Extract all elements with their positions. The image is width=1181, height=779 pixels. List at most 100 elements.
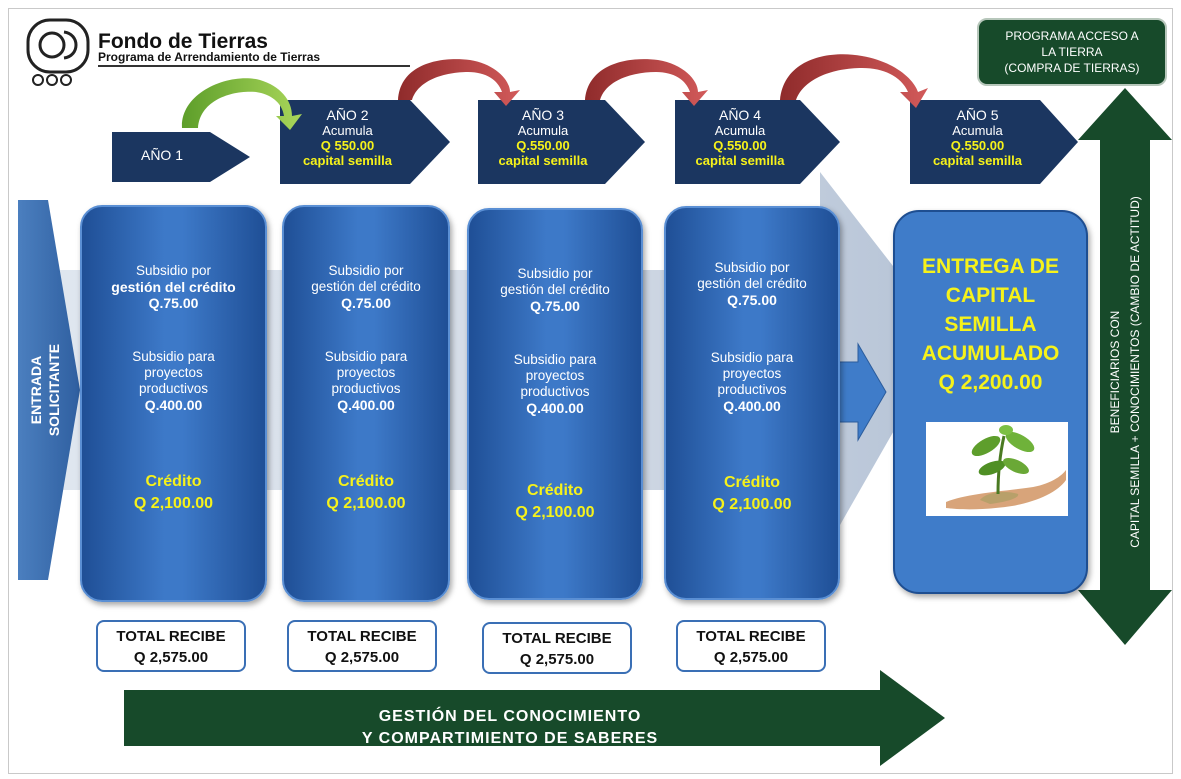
year-chevron-5 <box>910 100 1078 184</box>
year-chevron-4 <box>675 100 840 184</box>
subsidy-credit-label-b: gestión del crédito <box>697 276 807 291</box>
final-capital-title: ENTREGA DE CAPITAL SEMILLA ACUMULADO Q 2… <box>895 252 1086 397</box>
subsidy-projects-label-b: proyectos <box>525 368 585 383</box>
credit-2: Crédito Q 2,100.00 <box>284 471 448 515</box>
year-5-amount: Q.550.00 <box>950 138 1005 153</box>
subsidy-projects-1: Subsidio para proyectos productivos Q.40… <box>82 349 265 413</box>
subsidy-projects-label-c: productivos <box>331 381 401 396</box>
subsidy-projects-label-c: productivos <box>138 381 209 396</box>
subsidy-projects-value: Q.400.00 <box>526 400 584 416</box>
subsidy-projects-label-b: proyectos <box>722 366 782 381</box>
year-5-accum: Acumula <box>952 123 1003 138</box>
bottom-arrow-label: GESTIÓN DEL CONOCIMIENTO Y COMPARTIMIENT… <box>300 706 720 750</box>
year-label-1: AÑO 1 <box>112 148 212 163</box>
vertical-arrow-label: BENEFICIARIOS CON CAPITAL SEMILLA + CONO… <box>1105 196 1145 548</box>
credit-1: Crédito Q 2,100.00 <box>82 471 265 515</box>
final-amount: Q 2,200.00 <box>938 371 1043 394</box>
credit-3: Crédito Q 2,100.00 <box>469 480 641 524</box>
entry-line-2: SOLICITANTE <box>46 343 62 437</box>
connector-arrow <box>837 342 887 442</box>
entry-arrow-label: ENTRADA SOLICITANTE <box>27 335 63 445</box>
total-label: TOTAL RECIBE <box>116 628 226 645</box>
subsidy-credit-value: Q.75.00 <box>341 295 391 311</box>
final-line-1: ENTREGA DE <box>922 255 1059 278</box>
total-value: Q 2,575.00 <box>133 649 209 666</box>
logo-emblem <box>26 18 90 86</box>
year-3-amount: Q.550.00 <box>516 138 570 153</box>
credit-value: Q 2,100.00 <box>133 495 214 512</box>
subsidy-credit-value: Q.75.00 <box>148 295 199 311</box>
year-3-accum: Acumula <box>517 123 569 138</box>
subsidy-credit-label-b: gestión del crédito <box>311 279 421 294</box>
year-box-1: Subsidio por gestión del crédito Q.75.00… <box>80 205 267 602</box>
subsidy-projects-4: Subsidio para proyectos productivos Q.40… <box>666 350 838 414</box>
program-box: PROGRAMA ACCESO A LA TIERRA (COMPRA DE T… <box>977 18 1167 86</box>
subsidy-projects-label-a: Subsidio para <box>324 349 408 364</box>
vertical-line-2: CAPITAL SEMILLA + CONOCIMIENTOS (CAMBIO … <box>1128 196 1142 548</box>
year-2-amount: Q 550.00 <box>320 138 375 153</box>
year-label-2: AÑO 2 Acumula Q 550.00 capital semilla <box>280 108 415 169</box>
credit-label: Crédito <box>338 473 394 490</box>
subsidy-projects-label-a: Subsidio para <box>132 349 215 364</box>
year-label-4: AÑO 4 Acumula Q.550.00 capital semilla <box>675 108 805 169</box>
year-1-title: AÑO 1 <box>140 147 183 163</box>
bottom-line-2: Y COMPARTIMIENTO DE SABERES <box>361 730 659 747</box>
final-line-4: ACUMULADO <box>921 342 1060 365</box>
year-4-accum: Acumula <box>714 123 766 138</box>
header-underline <box>98 65 410 67</box>
year-5-seed: capital semilla <box>933 153 1022 168</box>
year-box-4: Subsidio por gestión del crédito Q.75.00… <box>664 206 840 600</box>
subsidy-credit-3: Subsidio por gestión del crédito Q.75.00 <box>469 266 641 314</box>
total-value: Q 2,575.00 <box>713 649 789 666</box>
year-2-accum: Acumula <box>322 123 373 138</box>
subsidy-projects-value: Q.400.00 <box>723 398 781 414</box>
total-box-2: TOTAL RECIBE Q 2,575.00 <box>287 620 437 672</box>
entry-line-1: ENTRADA <box>28 355 44 425</box>
total-label: TOTAL RECIBE <box>307 628 417 645</box>
year-label-5: AÑO 5 Acumula Q.550.00 capital semilla <box>910 108 1045 169</box>
subsidy-projects-label-a: Subsidio para <box>710 350 794 365</box>
subsidy-credit-value: Q.75.00 <box>530 298 580 314</box>
subsidy-projects-label-c: productivos <box>520 384 590 399</box>
subsidy-credit-4: Subsidio por gestión del crédito Q.75.00 <box>666 260 838 308</box>
org-subtitle: Programa de Arrendamiento de Tierras <box>98 50 321 64</box>
subsidy-projects-label-b: proyectos <box>144 365 203 380</box>
org-title: Fondo de Tierras <box>98 30 268 53</box>
year-chevron-2 <box>280 100 450 184</box>
subsidy-credit-label-a: Subsidio por <box>135 263 212 278</box>
subsidy-credit-1: Subsidio por gestión del crédito Q.75.00 <box>82 263 265 311</box>
subsidy-projects-label-c: productivos <box>717 382 787 397</box>
subsidy-credit-label-a: Subsidio por <box>517 266 593 281</box>
year-2-seed: capital semilla <box>303 153 392 168</box>
total-label: TOTAL RECIBE <box>502 630 612 647</box>
program-line-2: LA TIERRA <box>1041 45 1103 59</box>
subsidy-projects-value: Q.400.00 <box>144 397 203 413</box>
bottom-line-1: GESTIÓN DEL CONOCIMIENTO <box>378 708 642 725</box>
credit-label: Crédito <box>724 474 780 491</box>
credit-value: Q 2,100.00 <box>712 496 792 513</box>
total-value: Q 2,575.00 <box>324 649 400 666</box>
credit-4: Crédito Q 2,100.00 <box>666 472 838 516</box>
year-chevron-3 <box>478 100 645 184</box>
curved-arrow-red-3 <box>780 54 928 108</box>
vertical-double-arrow <box>1078 88 1172 645</box>
credit-label: Crédito <box>527 482 583 499</box>
total-box-1: TOTAL RECIBE Q 2,575.00 <box>96 620 246 672</box>
subsidy-credit-2: Subsidio por gestión del crédito Q.75.00 <box>284 263 448 311</box>
subsidy-projects-2: Subsidio para proyectos productivos Q.40… <box>284 349 448 413</box>
year-box-2: Subsidio por gestión del crédito Q.75.00… <box>282 205 450 602</box>
total-box-4: TOTAL RECIBE Q 2,575.00 <box>676 620 826 672</box>
final-capital-box: ENTREGA DE CAPITAL SEMILLA ACUMULADO Q 2… <box>893 210 1088 594</box>
total-value: Q 2,575.00 <box>519 651 595 668</box>
year-3-title: AÑO 3 <box>521 107 564 123</box>
seedling-icon <box>946 425 1066 510</box>
total-label: TOTAL RECIBE <box>696 628 806 645</box>
subsidy-credit-label-a: Subsidio por <box>328 263 404 278</box>
subsidy-projects-label-b: proyectos <box>336 365 396 380</box>
final-line-3: SEMILLA <box>944 313 1037 336</box>
program-line-3: (COMPRA DE TIERRAS) <box>1004 61 1140 75</box>
plant-in-hand-image <box>926 422 1068 516</box>
credit-value: Q 2,100.00 <box>515 504 595 521</box>
bottom-green-arrow <box>124 670 945 766</box>
curved-arrow-green <box>181 78 302 130</box>
